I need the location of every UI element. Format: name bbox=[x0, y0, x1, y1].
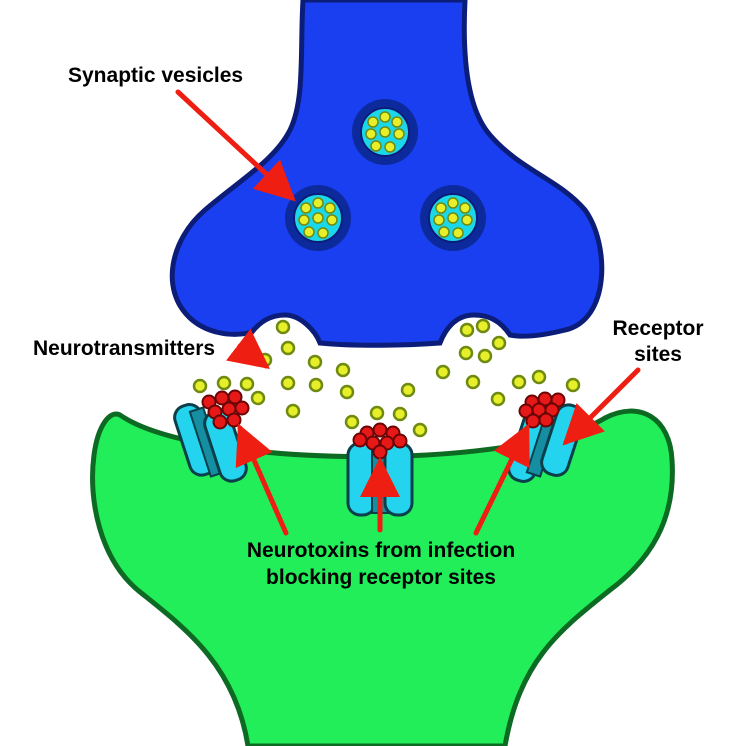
label-neurotoxin-line1: Neurotoxins from infection bbox=[247, 539, 515, 562]
arrow-receptor-sites bbox=[562, 367, 641, 446]
label-receptor-line2: sites bbox=[634, 343, 682, 366]
label-synaptic-vesicles: Synaptic vesicles bbox=[68, 64, 243, 87]
vesicle-right bbox=[420, 185, 486, 251]
label-neurotoxin-line2: blocking receptor sites bbox=[266, 566, 496, 589]
arrow-neurotoxin-right bbox=[473, 423, 530, 536]
presynaptic-terminal bbox=[169, 0, 605, 348]
neurotoxins-middle bbox=[352, 422, 408, 460]
arrow-neurotoxin-left bbox=[235, 423, 289, 536]
neurotransmitters bbox=[192, 318, 581, 438]
label-receptor-line1: Receptor bbox=[612, 317, 703, 340]
label-neurotransmitters: Neurotransmitters bbox=[33, 337, 215, 360]
neurotoxins-left bbox=[201, 389, 250, 430]
arrow-neurotransmitters bbox=[226, 328, 270, 370]
vesicle-left bbox=[285, 185, 351, 251]
neurotoxins-right bbox=[518, 391, 566, 429]
vesicle-top bbox=[352, 99, 418, 165]
synaptic-vesicles bbox=[285, 99, 486, 251]
arrow-synaptic-vesicles bbox=[175, 89, 296, 202]
